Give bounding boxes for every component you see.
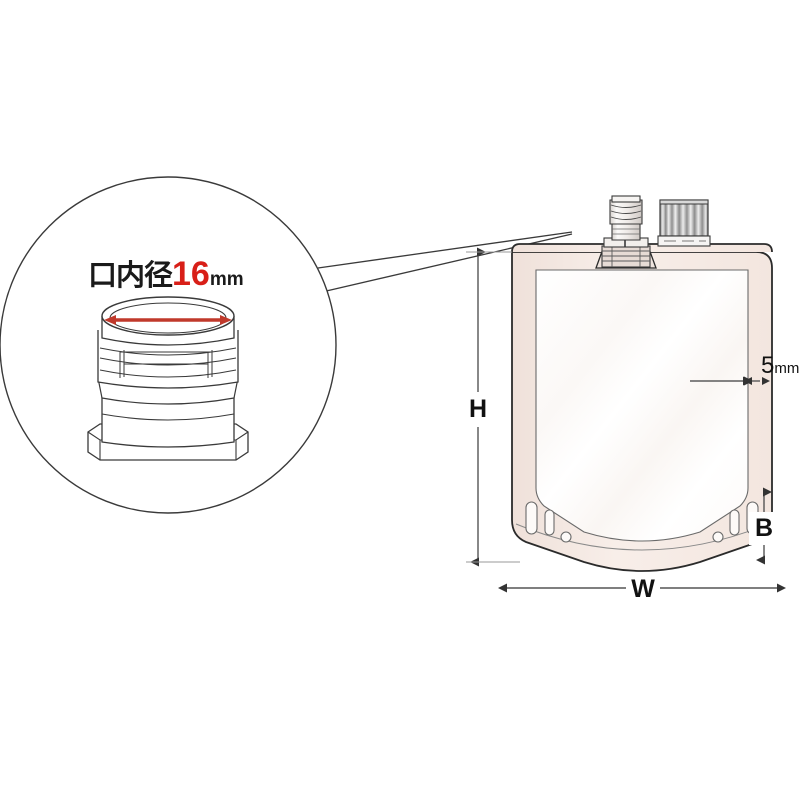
seal-width-dimension xyxy=(690,376,770,386)
spout-detail-drawing xyxy=(87,296,249,461)
vent-hole-oval-right-inner xyxy=(729,509,740,536)
seal-width-value: 5 xyxy=(761,352,775,379)
pouch-spout xyxy=(595,195,657,269)
inner-diameter-label: 口内径16mm xyxy=(88,252,244,294)
vent-hole-circle-right xyxy=(712,531,724,543)
bottom-gusset-dimension-label: B xyxy=(749,512,779,545)
seal-width-label: 5mm xyxy=(761,352,799,380)
pouch-body xyxy=(511,243,773,572)
height-dimension-label: H xyxy=(462,392,494,427)
inner-diameter-label-kanji: 口内径 xyxy=(88,258,173,292)
inner-diameter-value: 16 xyxy=(172,255,210,293)
width-dimension-label: W xyxy=(626,575,660,604)
inner-diameter-unit: mm xyxy=(209,269,244,290)
vent-hole-oval-left-inner xyxy=(544,509,555,536)
seal-width-unit: mm xyxy=(774,360,800,377)
pouch-cap xyxy=(657,199,711,247)
vent-hole-oval-left-outer xyxy=(525,501,538,535)
vent-hole-circle-left xyxy=(560,531,572,543)
